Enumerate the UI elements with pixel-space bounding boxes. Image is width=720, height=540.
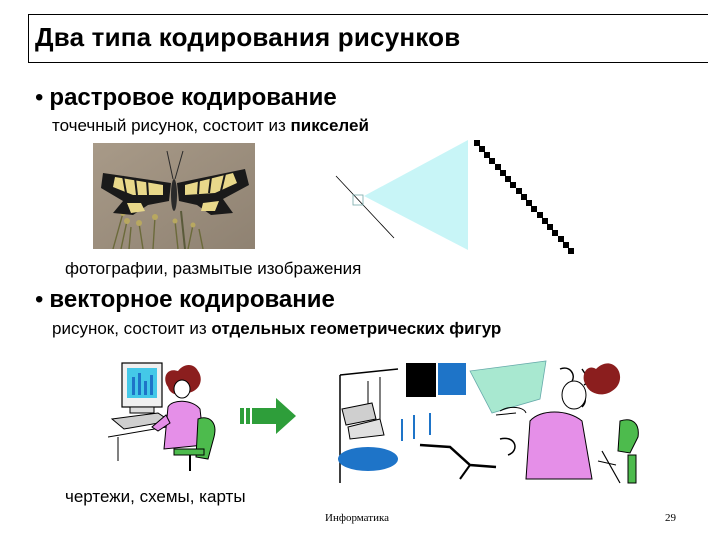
zoom-triangle — [364, 140, 468, 250]
person-at-computer-clipart — [108, 362, 216, 471]
bullet-dot: • — [35, 286, 44, 313]
raster-heading-text: растровое кодирование — [49, 84, 337, 111]
slide-frame-left — [28, 14, 29, 62]
slide-frame-top — [28, 14, 708, 15]
zoom-pixel-square — [352, 194, 364, 206]
pixel-zoom-diagram — [335, 140, 574, 254]
vector-shapes-clipart — [338, 360, 639, 484]
butterfly-photo — [93, 143, 255, 249]
slide-title: Два типа кодирования рисунков — [35, 22, 461, 52]
raster-description: точечный рисунок, состоит из пикселей — [52, 116, 369, 136]
vector-desc-prefix: рисунок, состоит из — [52, 319, 212, 338]
pixel-staircase — [474, 140, 574, 254]
footer-subject: Информатика — [325, 512, 390, 524]
title-underline — [28, 62, 708, 63]
raster-desc-bold: пикселей — [290, 116, 369, 135]
green-arrow-icon — [240, 398, 296, 434]
raster-caption: фотографии, размытые изображения — [65, 259, 362, 278]
vector-caption: чертежи, схемы, карты — [65, 487, 246, 506]
vector-description: рисунок, состоит из отдельных геометриче… — [52, 319, 501, 339]
zoom-source-line — [335, 175, 395, 239]
bullet-dot: • — [35, 84, 44, 111]
vector-heading-text: векторное кодирование — [49, 286, 335, 313]
vector-heading: •векторное кодирование — [35, 286, 335, 314]
raster-heading: •растровое кодирование — [35, 84, 337, 112]
page-number: 29 — [665, 512, 676, 524]
vector-desc-bold: отдельных геометрических фигур — [211, 319, 502, 338]
raster-desc-prefix: точечный рисунок, состоит из — [52, 116, 291, 135]
